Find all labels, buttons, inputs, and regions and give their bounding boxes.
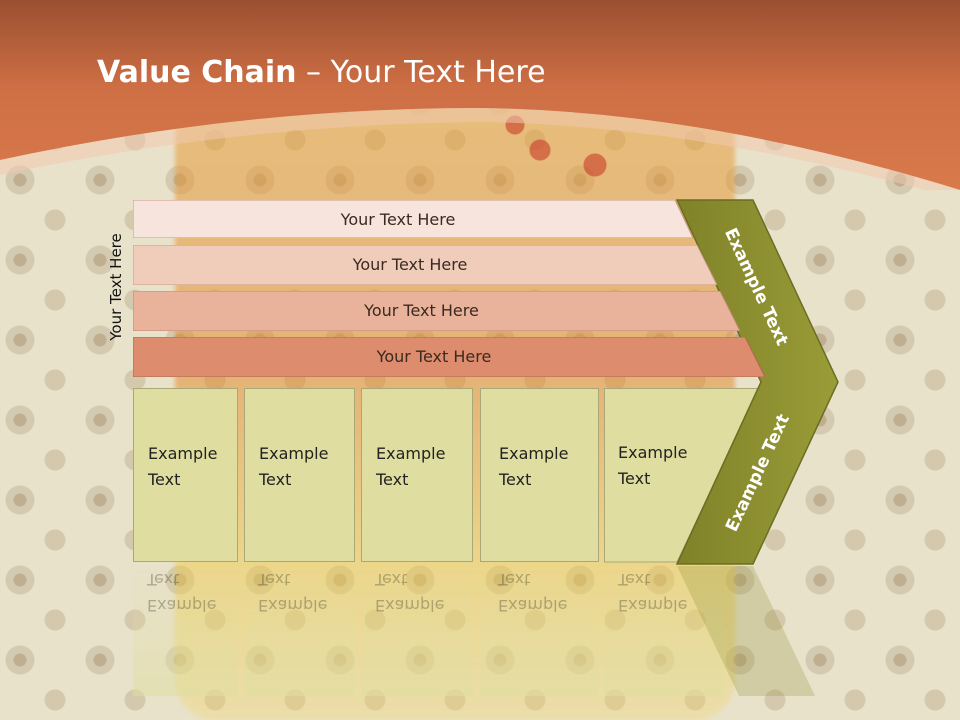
header-band [0,0,960,190]
box-4-reflection: Example Text [480,566,599,696]
box-3-line1: Example [376,444,446,463]
chevron-reflection [677,566,815,696]
title-bold: Value Chain [97,55,297,90]
row-1-shape [133,200,693,238]
title-rest: – Your Text Here [296,55,546,90]
vertical-label: Your Text Here [107,233,125,341]
box-1-reflection-line1: Example [147,596,217,615]
value-row-2: Your Text Here [133,245,717,285]
box-5-line1: Example [618,443,688,462]
box-3-reflection-line1: Example [375,596,445,615]
box-4-line2: Text [499,470,532,489]
example-box-2: Example Text [244,388,355,562]
box-1-reflection: Example Text [133,566,238,696]
box-2-reflection-line2: Text [258,570,291,589]
value-row-4: Your Text Here [133,337,765,377]
page-title: Value Chain – Your Text Here [97,55,546,90]
row-3-shape [133,291,740,331]
value-chevron [675,199,839,565]
box-5-line2: Text [618,469,651,488]
row-4-label: Your Text Here [376,346,492,366]
box-4-line1: Example [499,444,569,463]
box-3-reflection-line2: Text [375,570,408,589]
row-4-shape [133,337,765,377]
row-1-label: Your Text Here [340,209,456,229]
value-row-3: Your Text Here [133,291,740,331]
box-2-reflection: Example Text [244,566,355,696]
example-box-5: Example Text [604,388,714,562]
row-2-shape [133,245,717,285]
box-1-line1: Example [148,444,218,463]
box-4-reflection-line2: Text [498,570,531,589]
row-2-label: Your Text Here [352,254,468,274]
value-row-1: Your Text Here [133,200,693,238]
example-box-1: Example Text [133,388,238,562]
box-2-reflection-line1: Example [258,596,328,615]
box-3-line2: Text [376,470,409,489]
box-1-reflection-line2: Text [147,570,180,589]
example-box-3: Example Text [361,388,473,562]
example-box-4: Example Text [480,388,599,562]
box-4-reflection-line1: Example [498,596,568,615]
box-1-line2: Text [148,470,181,489]
box-3-reflection: Example Text [361,566,473,696]
box-2-line2: Text [259,470,292,489]
box-2-line1: Example [259,444,329,463]
row-3-label: Your Text Here [364,300,479,320]
example-box-5-shape [604,388,760,563]
